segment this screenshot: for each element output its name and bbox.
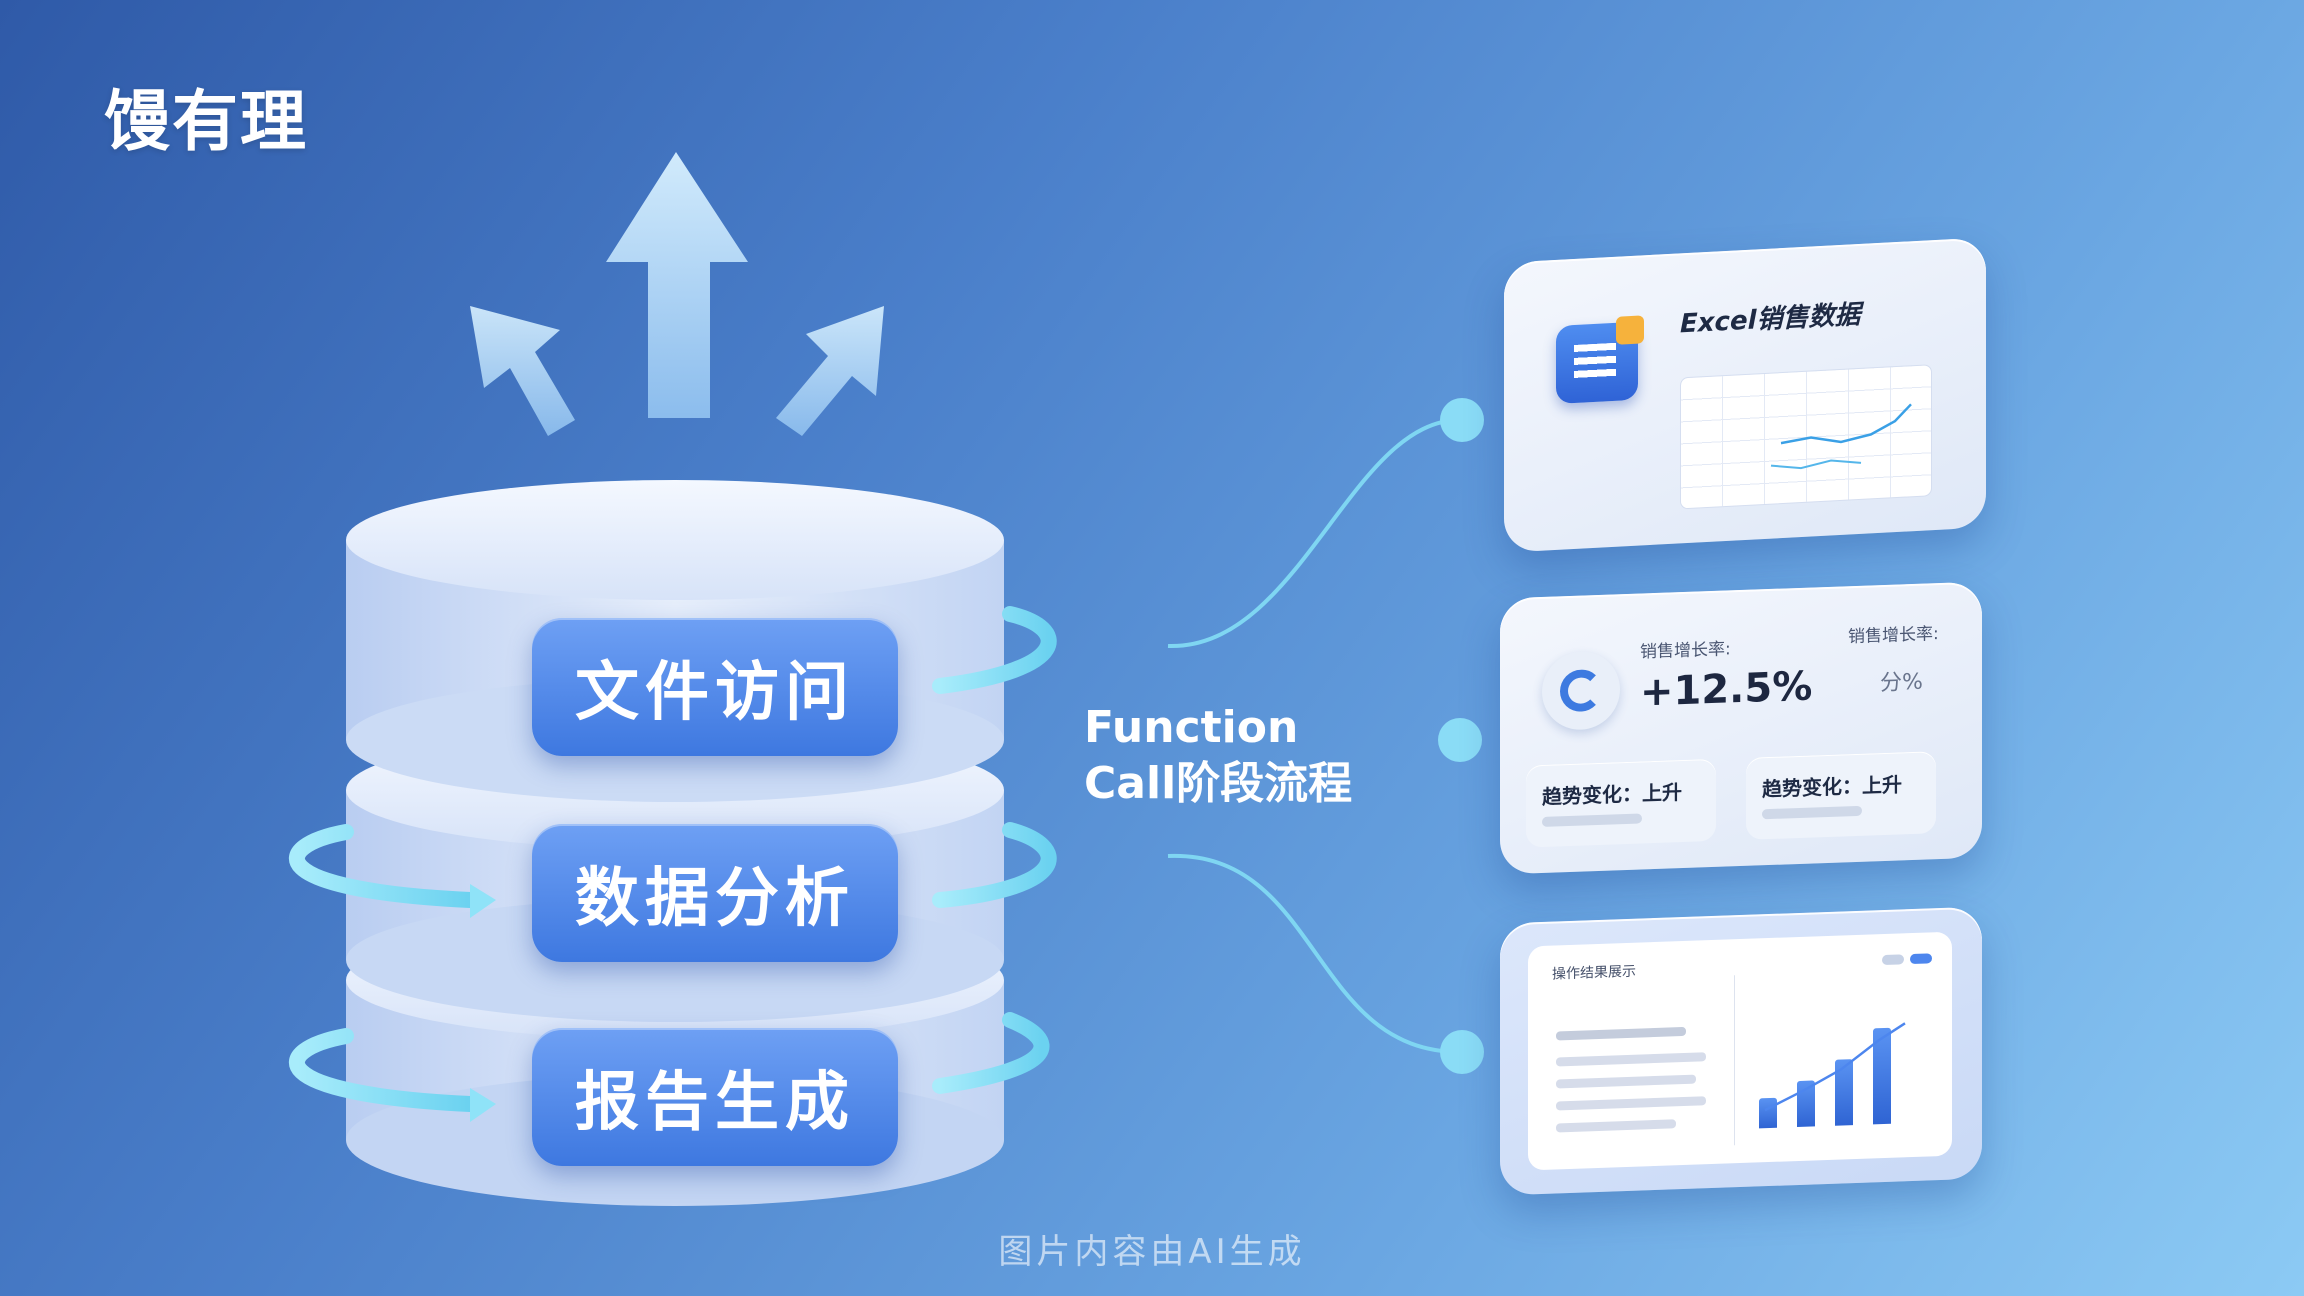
rotation-rings <box>289 606 1057 1112</box>
flow-title-line1: Function <box>1084 702 1299 753</box>
trend-box-right: 趋势变化：上升 <box>1746 751 1936 840</box>
growth-right-value: 分% <box>1880 669 1923 697</box>
growth-value: +12.5% <box>1640 663 1813 716</box>
excel-mini-table <box>1680 364 1932 510</box>
arrow-up-left-icon <box>470 306 575 436</box>
brand-logo: 馒有理 <box>104 83 308 160</box>
report-preview: 操作结果展示 <box>1528 931 1952 1171</box>
report-card: 操作结果展示 <box>1500 906 1982 1196</box>
layer-report-generation: 报告生成 <box>532 1028 898 1166</box>
document-icon <box>1556 315 1644 404</box>
report-bar-chart <box>1734 968 1935 1146</box>
flow-title-line2: Call阶段流程 <box>1084 758 1353 809</box>
window-controls <box>1876 948 1932 969</box>
analysis-logo-icon <box>1542 650 1620 731</box>
ai-disclaimer: 图片内容由AI生成 <box>998 1232 1306 1272</box>
report-title: 操作结果展示 <box>1552 963 1636 983</box>
growth-label-left: 销售增长率: <box>1640 639 1731 663</box>
trend-box-left: 趋势变化：上升 <box>1526 758 1716 848</box>
layer-file-access: 文件访问 <box>532 618 898 756</box>
ring-arrow-icon <box>470 884 496 918</box>
arrow-up-icon <box>606 152 748 418</box>
excel-data-card: Excel销售数据 <box>1504 237 1986 553</box>
connector-dot <box>1440 1030 1484 1074</box>
output-arrows <box>470 152 884 436</box>
trend-left-text: 趋势变化：上升 <box>1542 780 1682 809</box>
layer-data-analysis: 数据分析 <box>532 824 898 962</box>
analysis-card: 销售增长率: +12.5% 销售增长率: 分% 趋势变化：上升 趋势变化：上升 <box>1500 581 1982 875</box>
arrow-up-right-icon <box>776 306 884 436</box>
ring-arrow-icon <box>470 1088 496 1122</box>
connector-lines <box>1167 418 1461 1054</box>
excel-card-title: Excel销售数据 <box>1680 299 1861 340</box>
mini-line-chart <box>1770 403 1912 470</box>
trend-right-text: 趋势变化：上升 <box>1762 772 1902 802</box>
connector-dot <box>1440 398 1484 442</box>
connector-dot <box>1438 718 1482 762</box>
growth-label-right: 销售增长率: <box>1848 624 1939 648</box>
flow-title: Function Call阶段流程 <box>1084 700 1352 812</box>
